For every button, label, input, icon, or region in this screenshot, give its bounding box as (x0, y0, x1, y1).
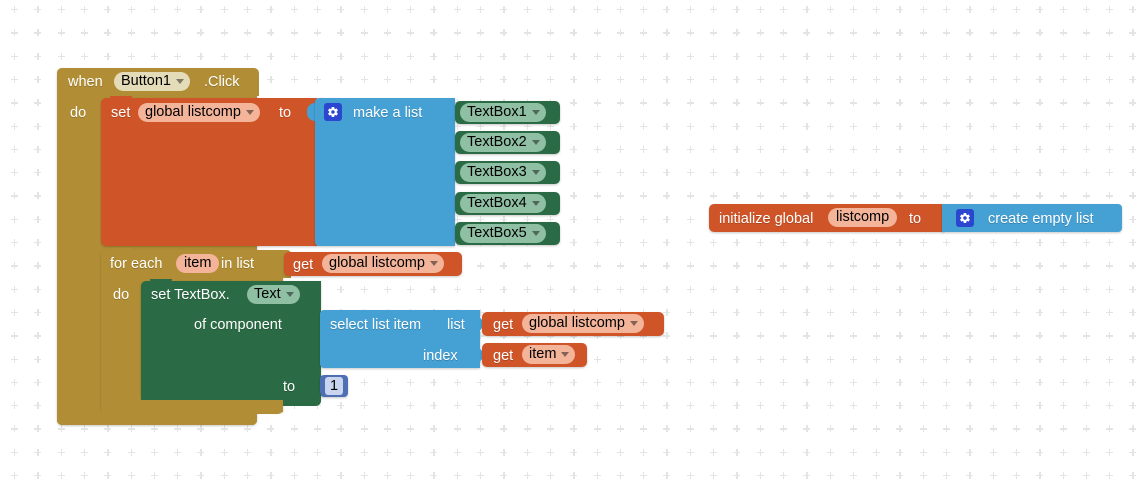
set-component-to-socket (313, 377, 323, 393)
chevron-down-icon[interactable] (531, 201, 540, 206)
number-value: 1 (330, 377, 339, 394)
for-each-top-notch (110, 248, 132, 254)
for-each-do-label: do (113, 287, 130, 303)
get-item-label: item (529, 346, 557, 362)
chevron-down-icon[interactable] (176, 79, 184, 84)
textbox-dropdown[interactable]: TextBox3 (460, 163, 546, 182)
set-to-label: to (279, 105, 292, 121)
gear-icon[interactable] (956, 209, 974, 227)
textbox-label: TextBox1 (467, 104, 527, 120)
select-list-item-label: select list item (330, 317, 422, 333)
textbox-label: TextBox3 (467, 164, 527, 180)
textbox-label: TextBox5 (467, 225, 527, 241)
init-global-variable-label: listcomp (836, 209, 890, 225)
get-global-listcomp-dropdown[interactable]: global listcomp (322, 254, 444, 273)
get-global-listcomp-label: global listcomp (329, 255, 425, 271)
chevron-down-icon[interactable] (531, 140, 540, 145)
init-global-variable-field[interactable]: listcomp (828, 208, 898, 227)
event-component-dropdown[interactable]: Button1 (114, 72, 190, 91)
set-global-socket-cut (307, 103, 315, 121)
chevron-down-icon[interactable] (561, 352, 570, 357)
textbox-dropdown[interactable]: TextBox1 (460, 103, 546, 122)
for-each-foot (101, 400, 283, 414)
of-component-socket (313, 316, 323, 332)
set-global-variable-dropdown[interactable]: global listcomp (138, 103, 260, 122)
initialize-global-block[interactable] (709, 204, 944, 232)
textbox-label: TextBox4 (467, 195, 527, 211)
when-label: when (68, 74, 103, 90)
make-a-list-block[interactable] (315, 98, 455, 246)
of-component-label: of component (194, 317, 282, 333)
chevron-down-icon[interactable] (531, 231, 540, 236)
get-item-dropdown[interactable]: item (522, 345, 576, 364)
set-component-property-dropdown[interactable]: Text (247, 285, 300, 304)
select-list-socket (473, 316, 483, 332)
for-each-label: for each (110, 256, 163, 272)
for-each-loop-var[interactable]: item (176, 254, 220, 273)
chevron-down-icon[interactable] (429, 261, 438, 266)
chevron-down-icon[interactable] (629, 321, 638, 326)
make-a-list-label: make a list (353, 105, 423, 121)
textbox-dropdown[interactable]: TextBox2 (460, 133, 546, 152)
set-component-property-label: Text (254, 286, 281, 302)
textbox-label: TextBox2 (467, 134, 527, 150)
initialize-global-label: initialize global (719, 211, 814, 227)
chevron-down-icon[interactable] (245, 110, 254, 115)
when-block-bottom (57, 412, 257, 425)
in-list-label: in list (221, 256, 255, 272)
list-socket-5 (447, 225, 457, 241)
set-component-top-notch (150, 279, 172, 285)
set-label: set (111, 105, 131, 121)
create-empty-list-label: create empty list (988, 211, 1094, 227)
set-component-label: set TextBox. (151, 287, 230, 303)
get-label: get (493, 348, 514, 364)
loop-var-label: item (184, 255, 212, 271)
chevron-down-icon[interactable] (285, 292, 294, 297)
list-socket-2 (447, 134, 457, 150)
number-field[interactable]: 1 (325, 377, 344, 395)
set-global-block[interactable] (101, 98, 317, 246)
get-global-listcomp-dropdown-2[interactable]: global listcomp (522, 314, 644, 333)
list-socket-3 (447, 164, 457, 180)
select-index-socket (473, 347, 483, 363)
set-global-top-notch (110, 96, 132, 102)
get-global-listcomp-label-2: global listcomp (529, 315, 625, 331)
chevron-down-icon[interactable] (531, 110, 540, 115)
init-global-value-socket (934, 210, 944, 226)
get-label: get (293, 257, 314, 273)
select-list-item-block[interactable] (320, 310, 480, 368)
set-component-to-label: to (283, 379, 296, 395)
list-socket-4 (447, 195, 457, 211)
textbox-dropdown[interactable]: TextBox4 (460, 194, 546, 213)
init-global-to-label: to (909, 211, 922, 227)
select-index-label: index (423, 348, 458, 364)
get-label: get (493, 317, 514, 333)
gear-icon[interactable] (324, 103, 342, 121)
for-each-list-socket (275, 255, 285, 271)
textbox-dropdown[interactable]: TextBox5 (460, 224, 546, 243)
event-name-label: .Click (204, 74, 240, 90)
chevron-down-icon[interactable] (531, 170, 540, 175)
list-socket-1 (447, 104, 457, 120)
event-component-label: Button1 (121, 73, 171, 89)
select-list-label: list (447, 317, 465, 333)
when-do-label: do (70, 105, 87, 121)
set-global-variable-label: global listcomp (145, 104, 241, 120)
